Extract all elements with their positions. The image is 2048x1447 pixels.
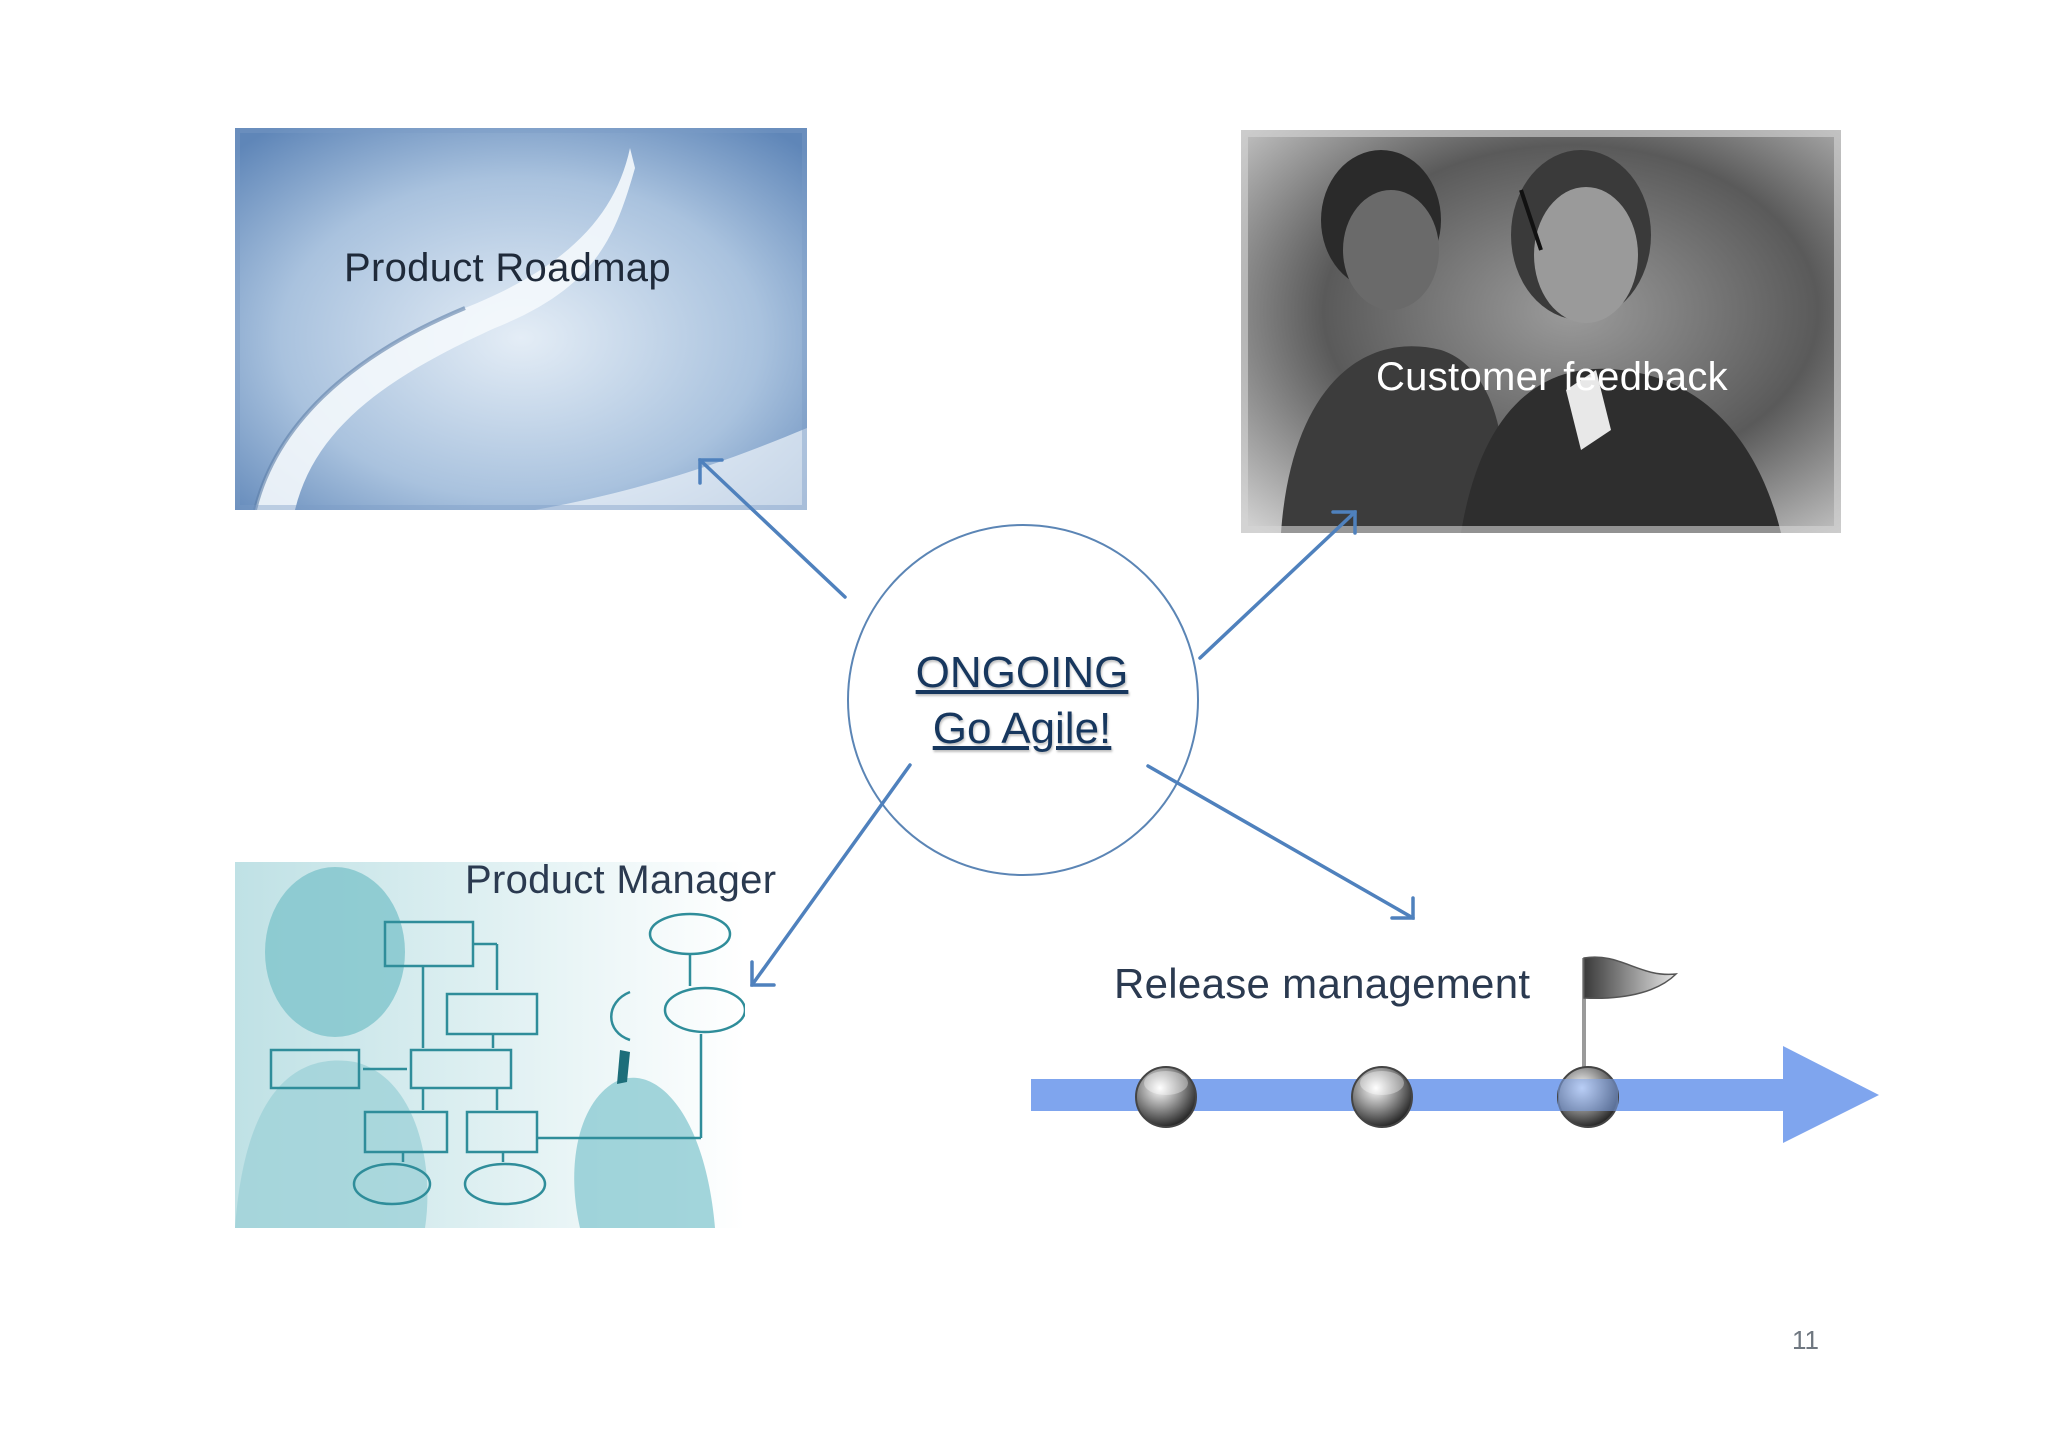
center-title: ONGOING Go Agile! <box>846 645 1198 757</box>
center-title-line-go-agile: Go Agile! <box>932 704 1112 753</box>
milestone-marker-with-flag <box>1557 956 1679 1128</box>
arrow-to-roadmap <box>698 458 847 599</box>
arrow-to-release <box>1146 764 1415 920</box>
arrow-to-feedback <box>1198 510 1357 660</box>
customer-feedback-label: Customer feedback <box>1376 355 1728 399</box>
product-roadmap-label: Product Roadmap <box>344 246 671 290</box>
arrow-to-manager <box>750 763 912 987</box>
roadmap-road-image <box>235 128 807 510</box>
center-title-line-ongoing: ONGOING <box>915 648 1129 697</box>
product-manager-flowchart-image <box>235 862 745 1228</box>
center-circle <box>847 524 1199 876</box>
release-management-label: Release management <box>1114 960 1531 1007</box>
milestone-marker <box>1135 1066 1197 1128</box>
milestone-marker <box>1351 1066 1413 1128</box>
product-manager-label: Product Manager <box>465 858 777 902</box>
customer-feedback-image <box>1241 130 1841 533</box>
page-number: 11 <box>1792 1325 1819 1355</box>
